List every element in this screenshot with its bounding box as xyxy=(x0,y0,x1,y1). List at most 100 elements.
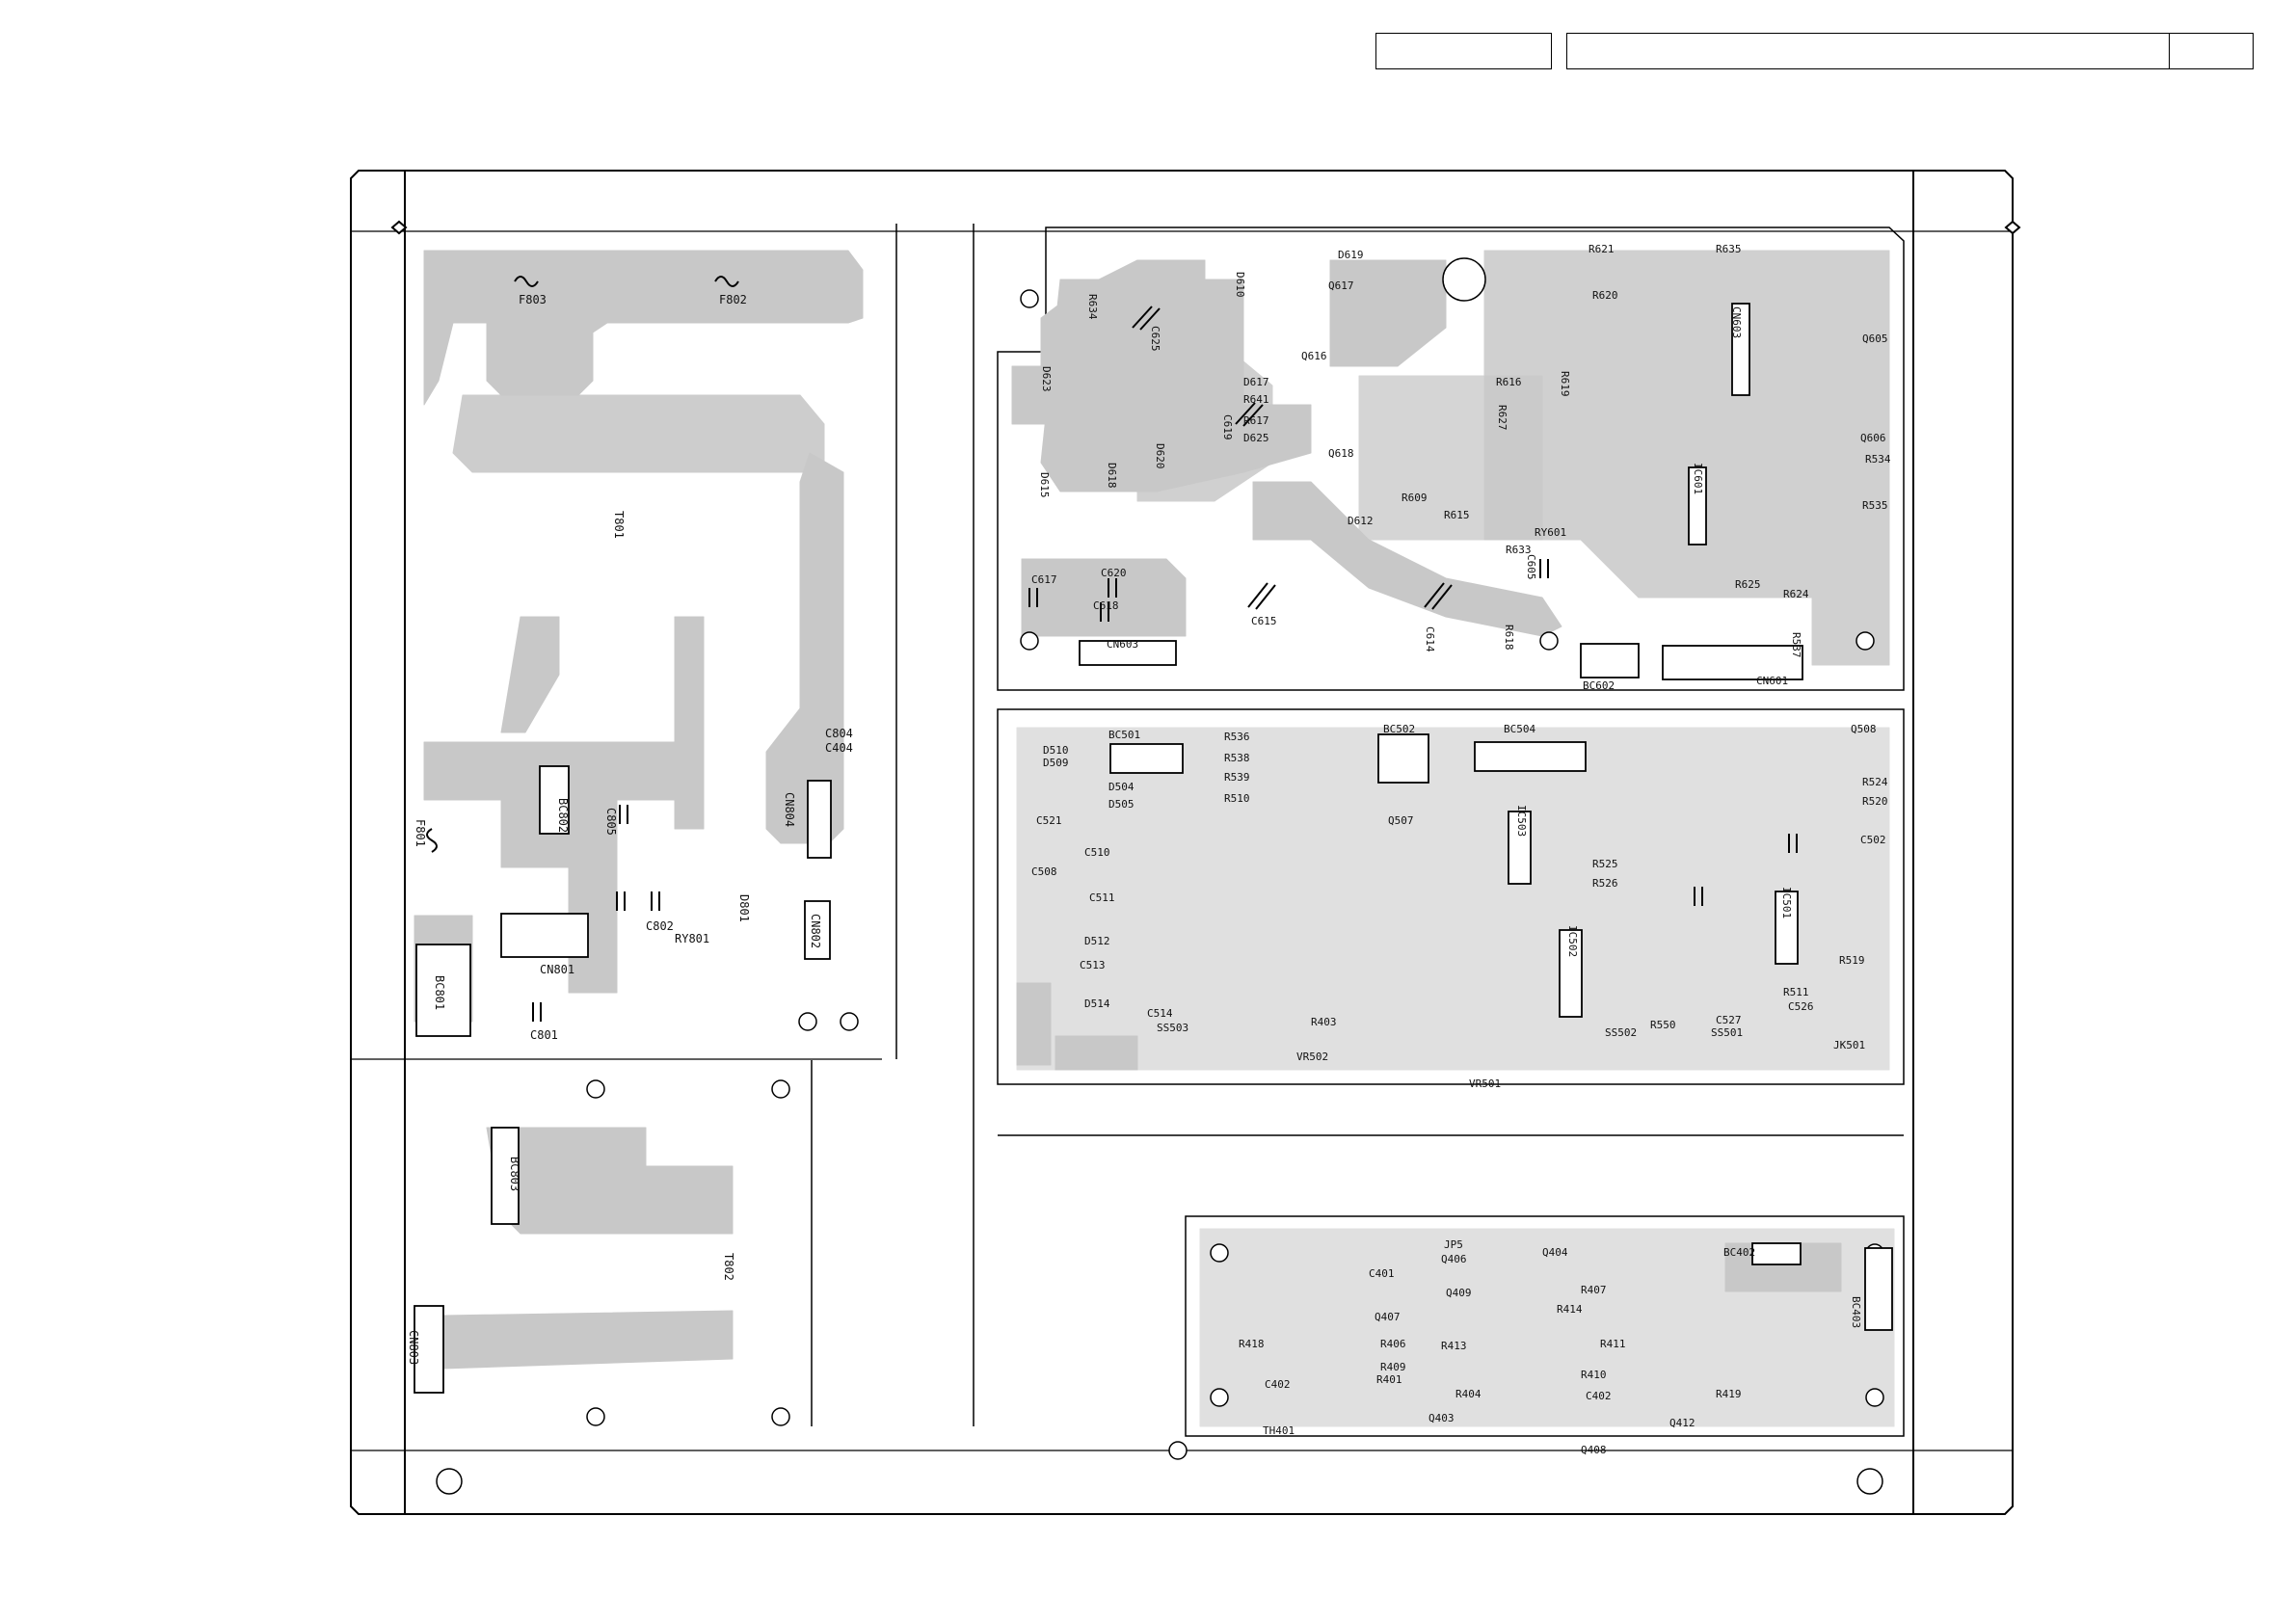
label-c625: C625 xyxy=(1149,326,1161,352)
label-r537: R536 xyxy=(1224,731,1250,743)
label-r627: R627 xyxy=(1496,405,1508,431)
copper-traces xyxy=(414,250,1895,1427)
label-c517: C514 xyxy=(1147,1007,1173,1020)
label-ic501: IC501 xyxy=(1780,887,1793,918)
label-ic601: IC601 xyxy=(1692,463,1704,494)
label-r406: R411 xyxy=(1600,1338,1626,1350)
title-block-box-2 xyxy=(1566,33,2170,69)
label-d514: D514 xyxy=(1084,998,1110,1010)
label-c404: C402 xyxy=(1265,1378,1291,1391)
label-r536: R510 xyxy=(1224,792,1250,805)
label-q605: Q605 xyxy=(1862,333,1888,345)
label-c515: C510 xyxy=(1084,846,1110,859)
label-cn601: CN601 xyxy=(1756,675,1788,687)
label-r635: R635 xyxy=(1716,243,1742,255)
label-c618: C618 xyxy=(1093,599,1119,612)
label-cn603: CN603 xyxy=(1107,638,1138,651)
label-t801: T801 xyxy=(612,511,626,539)
label-q606: Q606 xyxy=(1860,432,1886,444)
electrolytic-capacitor-symbols xyxy=(1132,306,1453,610)
label-d615: D615 xyxy=(1038,472,1051,498)
label-r535: R539 xyxy=(1224,771,1250,784)
label-d512: D512 xyxy=(1084,935,1110,947)
label-d610: D610 xyxy=(1234,272,1246,298)
label-c519: C508 xyxy=(1031,865,1057,878)
label-t802: T802 xyxy=(722,1253,735,1281)
label-r416: R418 xyxy=(1239,1338,1265,1350)
label-r646: R624 xyxy=(1783,588,1809,600)
label-d620: D620 xyxy=(1154,443,1166,469)
label-r407: R409 xyxy=(1380,1361,1406,1373)
label-bc501: BC501 xyxy=(1108,729,1140,741)
label-cn802: CN802 xyxy=(809,914,822,948)
label-q507: Q507 xyxy=(1388,814,1414,827)
label-d510: D510 xyxy=(1043,744,1069,757)
label-c620: C620 xyxy=(1101,567,1127,579)
label-th401: TH401 xyxy=(1263,1424,1295,1437)
label-bc402: BC402 xyxy=(1723,1246,1755,1259)
label-r619: R619 xyxy=(1559,371,1571,397)
silkscreen-labels: F803 F802 F801 T801 T802 CN801 CN802 CN8… xyxy=(407,243,1891,1456)
label-cn804: CN804 xyxy=(783,792,796,827)
label-jk501: JK501 xyxy=(1833,1039,1865,1051)
label-q401: Q403 xyxy=(1428,1412,1455,1424)
label-vr501: VR501 xyxy=(1469,1078,1501,1090)
label-r618: R618 xyxy=(1503,625,1515,651)
label-q407: Q409 xyxy=(1446,1287,1472,1299)
label-r615: R615 xyxy=(1444,509,1470,521)
label-ss501: SS501 xyxy=(1711,1026,1743,1039)
label-c401: C401 xyxy=(1369,1267,1395,1280)
label-c802: C801 xyxy=(530,1028,558,1042)
mounting-holes xyxy=(436,257,1884,1495)
label-c804: C404 xyxy=(825,741,853,755)
label-q410: Q412 xyxy=(1669,1417,1695,1429)
label-c518: C511 xyxy=(1089,891,1115,904)
label-jp5: JP5 xyxy=(1444,1238,1463,1251)
label-r402: R407 xyxy=(1581,1284,1607,1296)
label-d801: D801 xyxy=(737,894,751,922)
label-r641: R641 xyxy=(1243,393,1269,406)
label-r550: R403 xyxy=(1311,1016,1337,1028)
title-block-box-1 xyxy=(1375,33,1552,69)
label-c502: C527 xyxy=(1716,1014,1742,1026)
label-bc802: BC802 xyxy=(556,798,570,833)
label-r531: R520 xyxy=(1862,795,1888,808)
label-r609: R609 xyxy=(1402,492,1428,504)
label-r617: R617 xyxy=(1243,414,1269,427)
component-outlines xyxy=(414,303,1893,1394)
label-r633: R633 xyxy=(1506,544,1532,556)
title-block-box-3 xyxy=(2169,33,2254,69)
label-d625: D625 xyxy=(1243,432,1269,444)
capacitor-symbols xyxy=(532,559,1798,1022)
label-cn603-top: CN603 xyxy=(1730,306,1743,338)
label-c524: C502 xyxy=(1860,834,1886,846)
label-r616: R616 xyxy=(1496,376,1522,388)
label-r625: R534 xyxy=(1865,453,1891,466)
label-r522: R525 xyxy=(1592,858,1618,870)
label-c805: C804 xyxy=(825,727,853,740)
label-c516: C521 xyxy=(1036,814,1062,827)
label-c522: C513 xyxy=(1080,959,1106,971)
fuse-symbols xyxy=(426,276,739,853)
label-c501: C526 xyxy=(1788,1000,1814,1013)
label-bc801: BC801 xyxy=(433,975,446,1010)
label-r544: R524 xyxy=(1862,776,1888,788)
label-q616: Q616 xyxy=(1301,350,1327,362)
label-r412: R414 xyxy=(1557,1303,1583,1316)
label-cn801: CN801 xyxy=(540,963,574,976)
label-d618: D618 xyxy=(1106,463,1118,489)
label-f801: F801 xyxy=(414,819,427,847)
label-q406: Q408 xyxy=(1581,1444,1607,1456)
label-r649: R537 xyxy=(1790,632,1802,658)
label-r645: R625 xyxy=(1735,578,1761,591)
label-f803: F803 xyxy=(519,293,547,306)
label-q405: Q407 xyxy=(1375,1311,1401,1323)
label-d509: D509 xyxy=(1043,757,1069,769)
label-r417: R419 xyxy=(1716,1388,1742,1400)
label-c605: C605 xyxy=(1525,554,1537,580)
label-bc602: BC602 xyxy=(1583,679,1615,692)
label-d504: D504 xyxy=(1108,781,1135,793)
label-r510: R519 xyxy=(1839,954,1865,967)
label-bc803: BC803 xyxy=(508,1157,521,1191)
